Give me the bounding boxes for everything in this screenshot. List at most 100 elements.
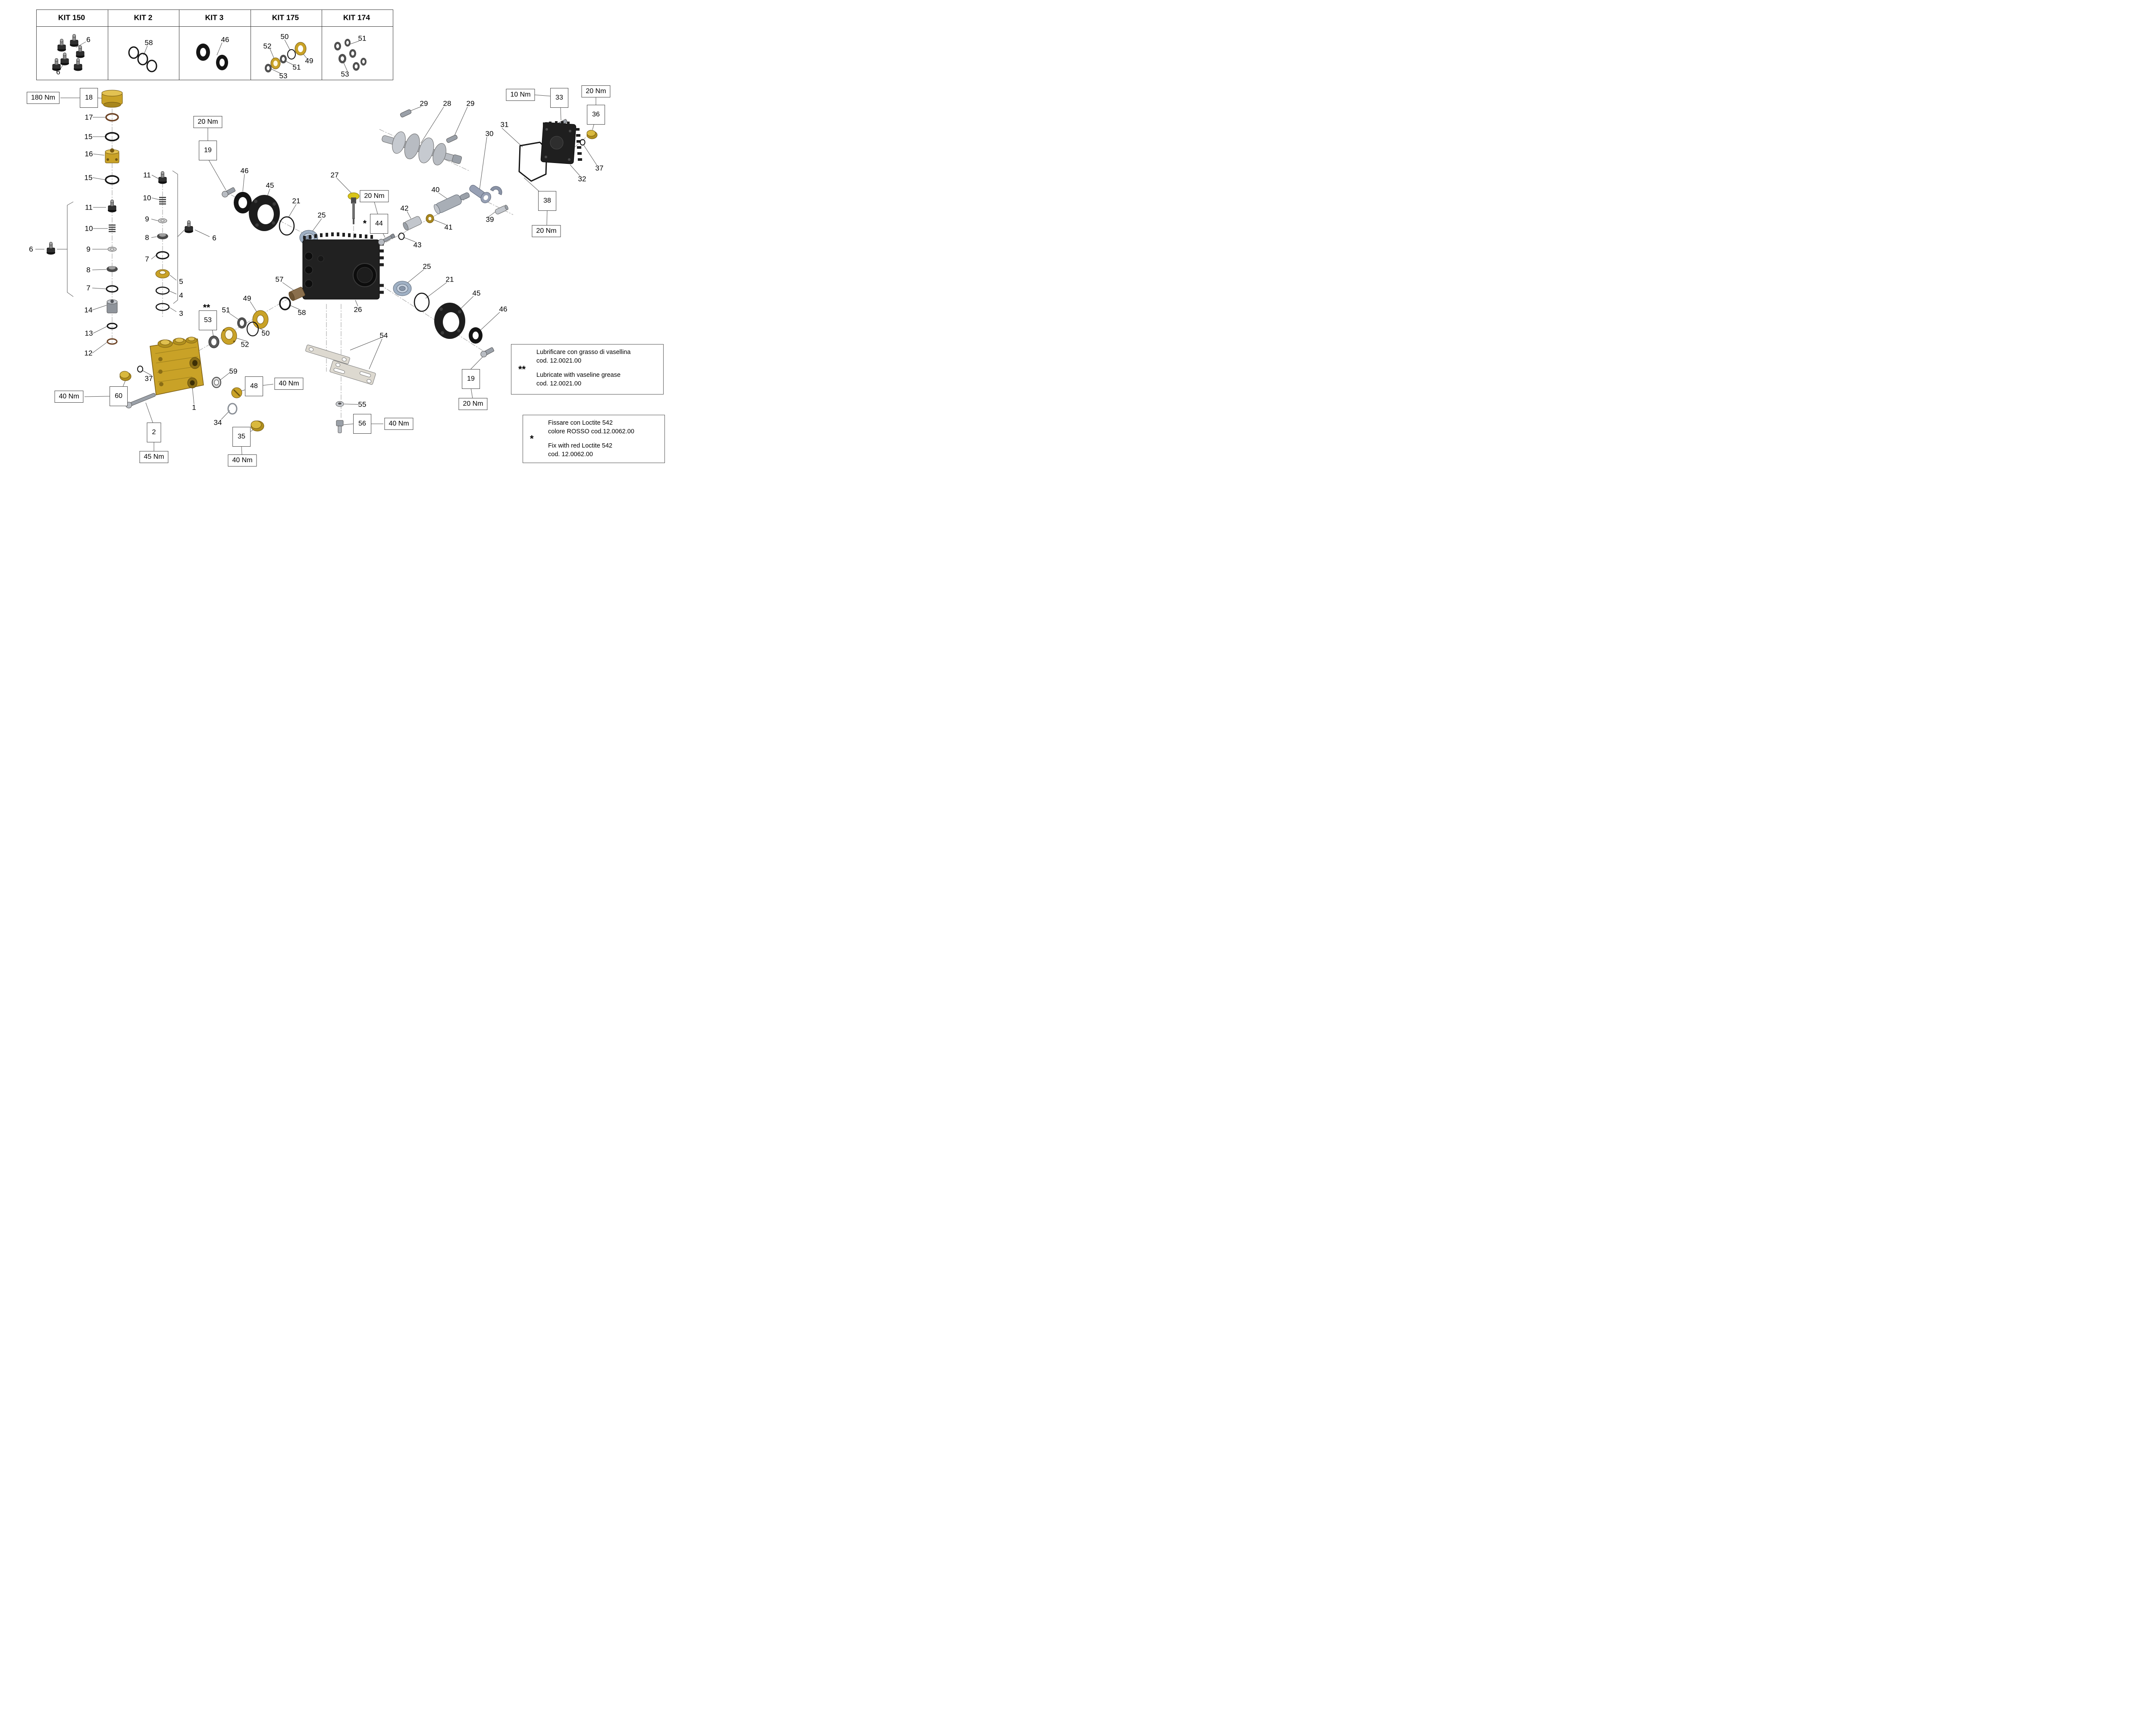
kit-table-header-divider (37, 26, 393, 27)
part-10-spring (109, 224, 116, 232)
callout-31: 31 (500, 120, 509, 129)
part-18-cap (101, 90, 123, 108)
callout-27: 27 (330, 171, 339, 179)
part-53-seal-ring (208, 335, 219, 348)
callout-13: 13 (85, 329, 93, 338)
part-4-oring (155, 286, 170, 295)
part-12-oring (107, 338, 118, 345)
part-1-pump-head (150, 337, 204, 395)
callout-26: 26 (354, 305, 362, 314)
callout-46-rear: 46 (499, 305, 508, 313)
callout-21: 21 (292, 197, 301, 205)
part-55-washer (335, 401, 344, 407)
callout-50: 50 (261, 329, 270, 338)
part-11-valve-cage (107, 200, 117, 213)
callout-17: 17 (85, 113, 93, 122)
callout-32: 32 (578, 175, 586, 183)
callout-12: 12 (84, 349, 93, 357)
callout-49: 49 (243, 294, 251, 303)
callout-7: 7 (86, 284, 91, 292)
callout-45: 45 (266, 181, 274, 190)
note-loctite-it-line2: colore ROSSO cod.12.0062.00 (548, 428, 634, 435)
kit-callout-49: 49 (305, 56, 313, 65)
callout-11m: 11 (143, 171, 151, 179)
torque-box-20nm-36: 20 Nm (581, 85, 611, 97)
part-8-seat (107, 266, 118, 272)
ref-box-19: 19 (199, 141, 217, 160)
callout-25: 25 (317, 211, 326, 219)
part-58-oring (279, 297, 291, 310)
kit-table (36, 9, 393, 80)
part-41-washer (426, 214, 434, 223)
part-10-spring-m (159, 197, 166, 205)
callout-8: 8 (86, 266, 91, 274)
part-19-screw (222, 187, 236, 197)
part-3-oring (155, 303, 170, 311)
part-42-spacer (403, 216, 422, 231)
callout-28: 28 (443, 99, 451, 108)
torque-box-20nm-44: 20 Nm (360, 190, 389, 202)
kit-callout-50: 50 (280, 32, 289, 41)
part-9-washer-m (158, 218, 167, 223)
part-43-oring (398, 232, 405, 240)
part-37-oring (137, 366, 143, 373)
kit-callout-53: 53 (279, 72, 288, 80)
part-21-oring (279, 216, 295, 236)
note-grease-it-line2: cod. 12.0021.00 (536, 357, 582, 364)
callout-29b: 29 (466, 99, 475, 108)
ref-box-53: 53 (199, 310, 217, 330)
part-46-seal-rear (469, 327, 483, 344)
part-28-crankshaft (382, 131, 462, 166)
torque-box-45nm: 45 Nm (139, 451, 169, 463)
part-8-seat-m (157, 233, 168, 239)
part-7-oring (106, 285, 119, 293)
part-49-brass-seal (252, 310, 269, 329)
callout-10m: 10 (143, 194, 151, 202)
ref-box-44: 44 (370, 214, 388, 234)
torque-box-10nm: 10 Nm (506, 89, 535, 101)
callout-1: 1 (192, 403, 196, 412)
part-31-gasket (518, 141, 548, 182)
note-grease-en-line2: cod. 12.0021.00 (536, 380, 582, 387)
ref-box-60: 60 (110, 386, 128, 406)
callout-6m: 6 (212, 234, 216, 242)
note-grease-en-line1: Lubricate with vaseline grease (536, 372, 621, 379)
part-54-bracket-large (329, 360, 376, 385)
callout-37-head: 37 (144, 374, 153, 383)
part-15-oring (105, 132, 119, 141)
part-25-bearing-rear (393, 281, 412, 296)
part-2-stud (125, 393, 156, 408)
callout-4: 4 (179, 291, 183, 300)
note-loctite: * Fissare con Loctite 542 colore ROSSO c… (523, 415, 665, 463)
callout-51: 51 (222, 306, 230, 314)
torque-box-40nm-56: 40 Nm (384, 418, 414, 430)
kit-callout-6: 6 (86, 35, 91, 44)
callout-39: 39 (486, 215, 494, 224)
part-13-oring (107, 323, 118, 329)
part-44-screw (378, 233, 395, 246)
note-loctite-en-line1: Fix with red Loctite 542 (548, 442, 613, 449)
ref-box-36: 36 (587, 105, 605, 125)
callout-15: 15 (84, 132, 93, 141)
part-60-plug (119, 371, 132, 381)
part-26-crankcase (302, 232, 384, 300)
part-34-oring (227, 403, 238, 415)
callout-42: 42 (400, 204, 409, 213)
part-16-valve (105, 148, 119, 163)
callout-5: 5 (179, 277, 183, 286)
part-9-washer (107, 247, 117, 252)
kit-callout-52: 52 (263, 42, 272, 50)
part-7-oring-m (156, 251, 169, 260)
part-56-screw (336, 420, 344, 433)
part-15-oring-b (105, 175, 119, 185)
single-star-note-marker: * (530, 433, 534, 444)
note-grease-it-line1: Lubrificare con grasso di vasellina (536, 349, 631, 356)
part-30-connecting-rod (469, 185, 502, 204)
double-star-note-marker: ** (518, 363, 526, 375)
callout-21-rear: 21 (445, 275, 454, 284)
part-14-piston-guide (107, 299, 118, 313)
kit-callout-6b: 6 (56, 68, 60, 76)
ref-box-33: 33 (550, 88, 568, 108)
part-45-bearing-flange-rear (434, 303, 465, 339)
callout-37-rear: 37 (595, 164, 604, 172)
